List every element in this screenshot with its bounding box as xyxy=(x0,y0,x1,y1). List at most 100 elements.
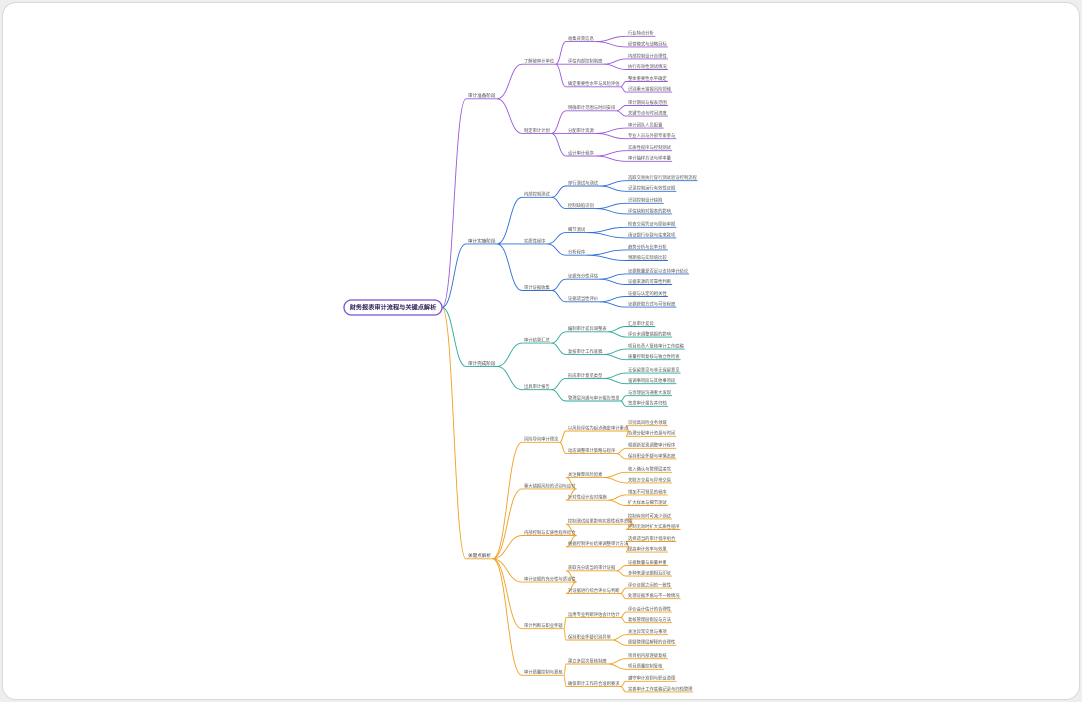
leaf-node[interactable]: 多种来源证据相互印证 xyxy=(626,570,673,577)
sub-topic-node[interactable]: 证据充分性评估 xyxy=(566,273,600,280)
sub-topic-node[interactable]: 保持职业怀疑识别异常 xyxy=(566,633,613,641)
leaf-node[interactable]: 趋势分析与比率分析 xyxy=(626,243,668,251)
leaf-node[interactable]: 处理证据矛盾与不一致情况 xyxy=(626,592,681,600)
topic-node[interactable]: 审计质量控制与复核 xyxy=(522,669,564,676)
leaf-node[interactable]: 证据与认定的相关性 xyxy=(626,290,668,297)
sub-topic-node[interactable]: 关注舞弊风险因素 xyxy=(566,471,604,479)
topic-node[interactable]: 制定审计计划 xyxy=(522,127,552,134)
topic-node[interactable]: 实质性程序 xyxy=(522,237,548,245)
sub-topic-node[interactable]: 针对性设计应对措施 xyxy=(566,494,608,501)
leaf-node[interactable]: 收入确认与管理层凌驾 xyxy=(626,466,673,473)
leaf-node[interactable]: 复核管理层假设与方法 xyxy=(626,616,673,624)
sub-topic-node[interactable]: 建立多层次复核制度 xyxy=(566,657,608,665)
leaf-node[interactable]: 证据来源的可靠性判断 xyxy=(626,278,673,285)
sub-topic-node[interactable]: 形成审计意见类型 xyxy=(566,372,604,379)
leaf-node[interactable]: 保持职业怀疑与审慎态度 xyxy=(626,452,677,460)
sub-topic-node[interactable]: 收集背景信息 xyxy=(566,35,596,43)
leaf-node[interactable]: 评价未调整错报的影响 xyxy=(626,331,673,338)
leaf-node[interactable]: 行业特点分析 xyxy=(626,30,656,37)
sub-topic-node[interactable]: 评估内部控制制度 xyxy=(566,58,604,65)
leaf-node[interactable]: 无保留意见与非无保留意见 xyxy=(626,367,681,374)
sub-topic-node[interactable]: 细节测试 xyxy=(566,226,587,234)
leaf-node[interactable]: 扩大样本与细节测试 xyxy=(626,499,668,506)
leaf-node[interactable]: 识别高风险业务领域 xyxy=(626,419,668,427)
leaf-node[interactable]: 评估缺陷对报表的影响 xyxy=(626,207,673,215)
sub-topic-node[interactable]: 确保审计工作符合准则要求 xyxy=(566,680,621,688)
leaf-node[interactable]: 完善审计工作底稿记录与归档管理 xyxy=(626,685,694,693)
topic-node[interactable]: 内部控制与实质性程序结合 xyxy=(522,529,577,536)
topic-node[interactable]: 内部控制测试 xyxy=(522,191,552,198)
leaf-node[interactable]: 遵守审计准则与职业道德 xyxy=(626,675,677,682)
topic-node[interactable]: 了解被审计单位 xyxy=(522,58,556,65)
leaf-node[interactable]: 审计抽样方法与样本量 xyxy=(626,155,673,162)
leaf-node[interactable]: 合理分配审计资源与时间 xyxy=(626,430,677,437)
leaf-node[interactable]: 控制无效时扩大实质性程序 xyxy=(626,523,681,530)
leaf-node[interactable]: 审计团队人员配置 xyxy=(626,122,664,129)
topic-node[interactable]: 审计结果汇总 xyxy=(522,337,552,344)
leaf-node[interactable]: 强调事项段与其他事项段 xyxy=(626,377,677,385)
leaf-node[interactable]: 执行有效性测试情况 xyxy=(626,63,668,70)
sub-topic-node[interactable]: 运用专业判断评估会计估计 xyxy=(566,611,621,618)
leaf-node[interactable]: 增加不可预见的程序 xyxy=(626,488,668,496)
branch-node[interactable]: 审计完成阶段 xyxy=(466,360,498,367)
sub-topic-node[interactable]: 控制缺陷识别 xyxy=(566,202,596,210)
leaf-node[interactable]: 与治理层沟通重大发现 xyxy=(626,389,673,397)
sub-topic-node[interactable]: 分析程序 xyxy=(566,249,587,256)
sub-topic-node[interactable]: 对证据进行综合评价与判断 xyxy=(566,587,621,594)
sub-topic-node[interactable]: 管理层沟通与审计报告签发 xyxy=(566,394,621,402)
branch-node[interactable]: 审计准备阶段 xyxy=(466,92,498,100)
leaf-node[interactable]: 函证银行存款与往来款项 xyxy=(626,231,677,239)
leaf-node[interactable]: 记录控制运行有效性证据 xyxy=(626,185,677,192)
topic-node[interactable]: 出具审计报告 xyxy=(522,383,552,391)
leaf-node[interactable]: 签发审计报告并归档 xyxy=(626,400,668,407)
leaf-node[interactable]: 项目质量控制复核 xyxy=(626,663,664,670)
sub-topic-node[interactable]: 动态调整审计策略与程序 xyxy=(566,447,617,455)
leaf-node[interactable]: 识别控制设计缺陷 xyxy=(626,197,664,204)
leaf-node[interactable]: 专业人员与外部专家参与 xyxy=(626,132,677,140)
leaf-node[interactable]: 证据数量是否足以支持审计结论 xyxy=(626,267,689,275)
leaf-node[interactable]: 关联方交易与异常交易 xyxy=(626,476,673,484)
leaf-node[interactable]: 提高审计效率与效果 xyxy=(626,546,668,553)
sub-topic-node[interactable]: 根据控制评价结果调整审计方法 xyxy=(566,540,629,548)
leaf-node[interactable]: 预期值与实际值比较 xyxy=(626,254,668,261)
sub-topic-node[interactable]: 控制测试结果影响实质性程序范围 xyxy=(566,518,634,525)
leaf-node[interactable]: 证据数量与质量并重 xyxy=(626,559,668,566)
branch-node[interactable]: 关键点解析 xyxy=(466,552,493,560)
sub-topic-node[interactable]: 复核审计工作底稿 xyxy=(566,348,604,355)
sub-topic-node[interactable]: 编制审计差异调整表 xyxy=(566,325,608,333)
leaf-node[interactable]: 关键节点与时间进度 xyxy=(626,110,668,117)
leaf-node[interactable]: 项目组内部逐级复核 xyxy=(626,652,668,660)
leaf-node[interactable]: 汇总审计差异 xyxy=(626,320,656,327)
leaf-node[interactable]: 经营模式与战略目标 xyxy=(626,40,668,48)
leaf-node[interactable]: 整体重要性水平确定 xyxy=(626,75,668,82)
topic-node[interactable]: 审计证据收集 xyxy=(522,284,552,291)
leaf-node[interactable]: 检查交易凭证与原始单据 xyxy=(626,221,677,228)
topic-node[interactable]: 审计判断与职业怀疑 xyxy=(522,622,564,630)
leaf-node[interactable]: 评价会计估计的合理性 xyxy=(626,606,673,613)
leaf-node[interactable]: 质量控制复核与独立性检查 xyxy=(626,353,681,361)
sub-topic-node[interactable]: 分配审计资源 xyxy=(566,127,596,134)
leaf-node[interactable]: 实质性程序与控制测试 xyxy=(626,144,673,152)
branch-node[interactable]: 审计实施阶段 xyxy=(466,237,498,245)
sub-topic-node[interactable]: 明确审计范围与时间安排 xyxy=(566,104,617,112)
leaf-node[interactable]: 选择适当的审计程序组合 xyxy=(626,535,677,542)
root-node[interactable]: 财务报表审计流程与关键点解析 xyxy=(343,299,443,316)
topic-node[interactable]: 风险导向审计理念 xyxy=(522,436,560,443)
leaf-node[interactable]: 项目负责人复核审计工作底稿 xyxy=(626,343,685,350)
leaf-node[interactable]: 选取交易执行穿行测试验证控制流程 xyxy=(626,174,697,182)
leaf-node[interactable]: 审计期间与报表范围 xyxy=(626,99,668,106)
topic-node[interactable]: 重大错报风险的识别与应对 xyxy=(522,482,577,490)
leaf-node[interactable]: 质疑管理层解释的合理性 xyxy=(626,639,677,646)
leaf-node[interactable]: 评价证据之间的一致性 xyxy=(626,582,673,589)
sub-topic-node[interactable]: 证据适当性评价 xyxy=(566,295,600,303)
topic-node[interactable]: 审计证据的充分性与适当性 xyxy=(522,576,577,583)
sub-topic-node[interactable]: 穿行测试与测试 xyxy=(566,179,600,187)
sub-topic-node[interactable]: 获取充分适当的审计证据 xyxy=(566,564,617,572)
sub-topic-node[interactable]: 设计审计程序 xyxy=(566,149,596,157)
leaf-node[interactable]: 内部控制设计合理性 xyxy=(626,52,668,60)
sub-topic-node[interactable]: 以风险评估为起点确定审计重点 xyxy=(566,424,629,432)
leaf-node[interactable]: 关注异常交易与事项 xyxy=(626,628,668,636)
leaf-node[interactable]: 证据获取方式与可信程度 xyxy=(626,301,677,308)
leaf-node[interactable]: 识别重大错报风险领域 xyxy=(626,86,673,93)
leaf-node[interactable]: 控制有效时可减少测试 xyxy=(626,512,673,520)
